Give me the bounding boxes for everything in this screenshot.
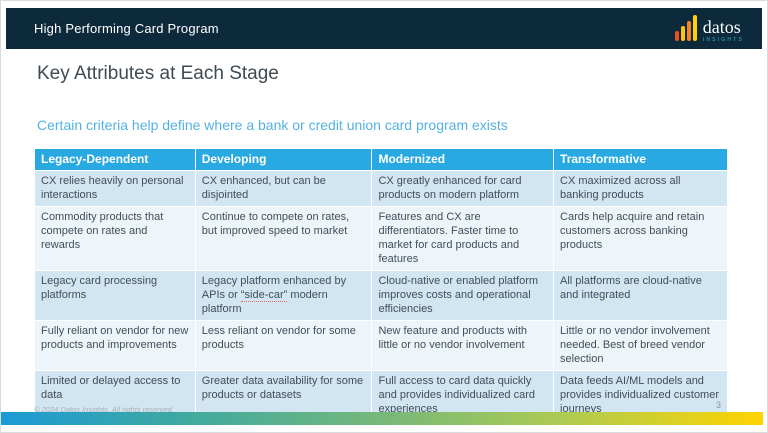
table-cell: Fully reliant on vendor for new products… <box>34 320 196 371</box>
table-cell: Cloud-native or enabled platform improve… <box>371 270 555 321</box>
logo-text: datos INSIGHTS <box>703 18 744 43</box>
table-row: CX relies heavily on personal interactio… <box>34 170 728 207</box>
attributes-table: Legacy-Dependent Developing Modernized T… <box>34 149 728 421</box>
column-header-transformative: Transformative <box>553 149 728 171</box>
table-cell: Legacy platform enhanced by APIs or “sid… <box>194 270 373 321</box>
column-header-modernized: Modernized <box>371 149 555 171</box>
logo-subtext: INSIGHTS <box>702 36 744 43</box>
table-cell: New feature and products with little or … <box>371 320 555 371</box>
table-cell: Continue to compete on rates, but improv… <box>194 206 373 271</box>
table-cell: CX relies heavily on personal interactio… <box>34 170 196 207</box>
table-cell: Cards help acquire and retain customers … <box>553 206 728 271</box>
table-cell: Features and CX are differentiators. Fas… <box>371 206 555 271</box>
logo-wordmark: datos <box>702 16 741 37</box>
table-cell: Legacy card processing platforms <box>34 270 196 321</box>
column-header-developing: Developing <box>194 149 373 171</box>
table-cell: CX maximized across all banking products <box>553 170 728 207</box>
table-cell: CX enhanced, but can be disjointed <box>194 170 373 207</box>
column-header-legacy-dependent: Legacy-Dependent <box>34 149 196 171</box>
table-cell: Commodity products that compete on rates… <box>34 206 196 271</box>
table-header-row: Legacy-Dependent Developing Modernized T… <box>34 149 728 171</box>
bar-chart-icon <box>674 14 697 43</box>
table-cell: Less reliant on vendor for some products <box>194 320 373 371</box>
sidecar-text-after: modern platform <box>201 289 328 315</box>
page-subtitle: Certain criteria help define where a ban… <box>37 117 508 133</box>
page-title: Key Attributes at Each Stage <box>37 63 279 84</box>
datos-logo: datos INSIGHTS <box>674 14 744 43</box>
copyright-text: © 2024 Datos Insights. All rights reserv… <box>34 405 174 414</box>
table-cell: All platforms are cloud-native and integ… <box>553 270 728 321</box>
page-number: 3 <box>715 400 721 410</box>
table-row: Fully reliant on vendor for new products… <box>34 320 728 371</box>
footer-gradient-bar <box>1 412 763 425</box>
table-cell: Little or no vendor involvement needed. … <box>553 320 728 371</box>
table-cell: CX greatly enhanced for card products on… <box>371 170 555 207</box>
header-title: High Performing Card Program <box>34 21 219 36</box>
table-row: Commodity products that compete on rates… <box>34 206 728 271</box>
table-row: Legacy card processing platforms Legacy … <box>34 270 728 321</box>
sidecar-misspelled-word: “side-car” <box>240 289 288 302</box>
sidecar-text-before: Legacy platform enhanced by APIs or <box>201 275 347 301</box>
header-bar: High Performing Card Program datos INSIG… <box>6 8 762 49</box>
